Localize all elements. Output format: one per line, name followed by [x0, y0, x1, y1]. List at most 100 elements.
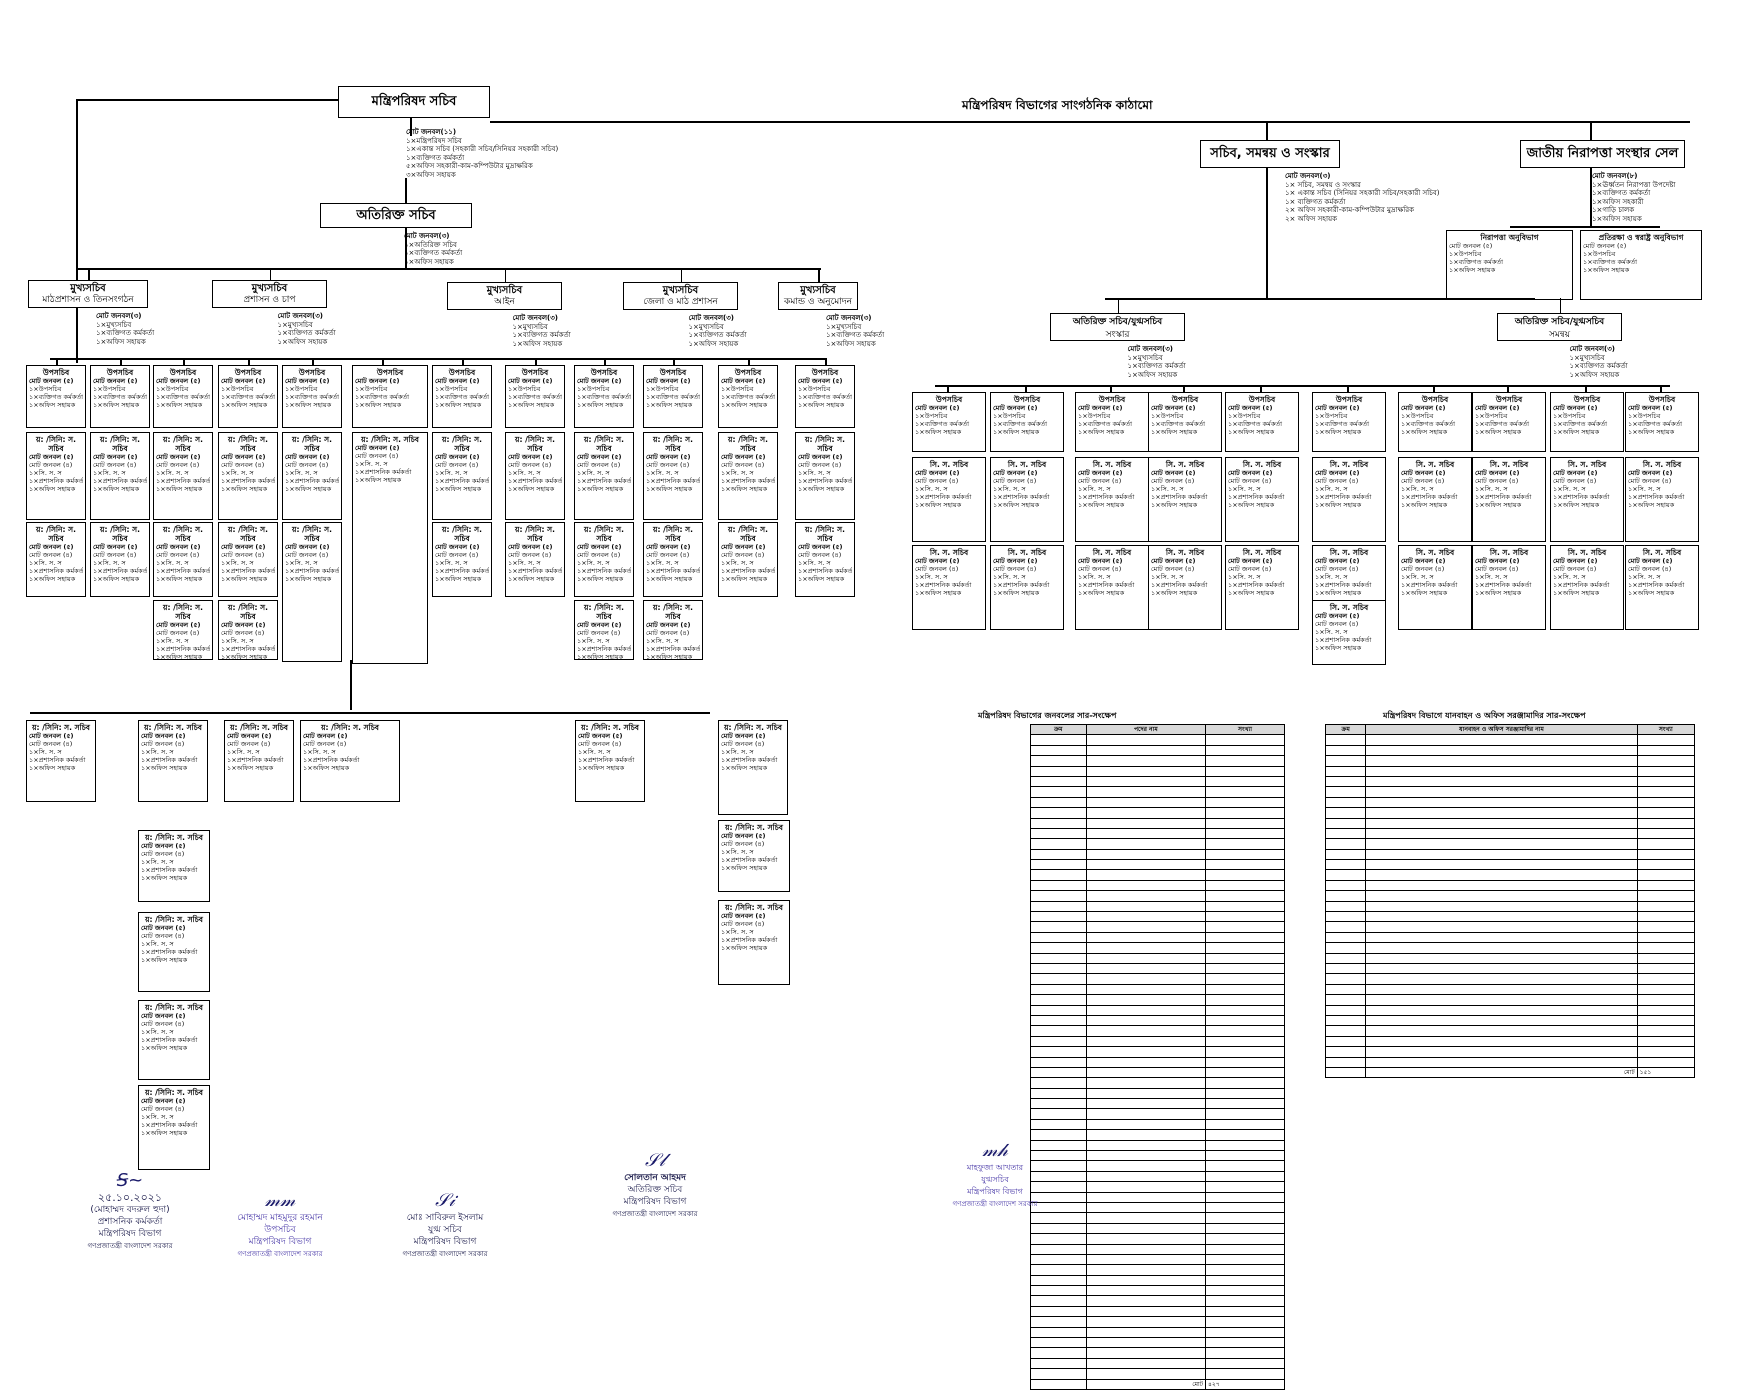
summary-row — [1324, 973, 1696, 985]
unit-line: ১×উপসচিব — [1475, 412, 1508, 420]
cell-item — [1365, 859, 1638, 871]
unit-title: সি. স. সচিব — [1642, 548, 1682, 557]
summary-row — [1030, 807, 1285, 819]
cell-serial — [1030, 1295, 1087, 1307]
cell-serial — [1324, 734, 1367, 746]
unit-label: মোট জনবল (৫) — [29, 453, 74, 461]
unit-line: ১×সি. স. স — [156, 469, 189, 477]
staff-line: ১×অফিস সহায়ক — [688, 339, 739, 348]
unit-line: মোট জনবল (৪) — [721, 920, 765, 928]
cell-count — [1205, 1264, 1285, 1276]
unit-title: য়: /সিনি: স. সচিব — [145, 1088, 203, 1097]
additional-secretary-box: অতিরিক্ত সচিব — [320, 203, 472, 228]
cell-count — [1205, 859, 1285, 871]
cell-count — [1205, 1118, 1285, 1131]
unit-line: মোট জনবল (৪) — [1553, 565, 1597, 573]
unit-line: মোট জনবল (৪) — [285, 461, 329, 469]
unit-label: মোট জনবল (৫) — [1078, 557, 1123, 565]
summary-row — [1030, 1160, 1285, 1172]
unit-line: ১×প্রশাসনিক কর্মকর্তা — [1553, 581, 1610, 589]
unit-line: ১×অফিস সহায়ক — [435, 575, 482, 583]
unit-label: মোট জনবল (৫) — [721, 377, 766, 385]
chief-title: মুখ্যসচিব — [486, 284, 523, 296]
unit-line: ১×সি. স. স — [227, 748, 260, 756]
unit-line: ১×সি. স. স — [156, 637, 189, 645]
summary-row — [1324, 765, 1696, 777]
summary-row — [1030, 1212, 1285, 1224]
unit-line: ১×প্রশাসনিক কর্মকর্তা — [578, 756, 635, 764]
unit-line: মোট জনবল (৪) — [721, 461, 765, 469]
signature-mark: 𝓂𝒽 — [982, 1140, 1008, 1161]
connector — [490, 121, 1690, 123]
cell-serial — [1030, 838, 1087, 850]
connector — [312, 358, 314, 366]
summary-row — [1030, 1139, 1285, 1152]
unit-line: ১×অফিস সহায়ক — [1475, 428, 1522, 436]
connector — [30, 712, 710, 714]
unit-line: মোট জনবল (৪) — [578, 740, 622, 748]
cell-post — [1085, 900, 1207, 913]
connector — [818, 268, 820, 282]
cell-post — [1085, 1347, 1207, 1359]
signature-org: মন্ত্রিপরিষদ বিভাগ — [248, 1237, 312, 1247]
cell-item — [1365, 838, 1638, 850]
cell-serial — [1030, 921, 1087, 933]
division-head-title: অতিরিক্ত সচিব/যুগ্মসচিব — [1072, 316, 1163, 327]
summary-row — [1324, 921, 1696, 933]
cell-serial — [1324, 1025, 1367, 1037]
summary-row — [1030, 1098, 1285, 1110]
chief-title: মুখ্যসচিব — [800, 284, 836, 296]
unit-line: ১×অফিস সহায়ক — [1553, 428, 1600, 436]
unit-label: মোট জনবল (৫) — [577, 543, 622, 551]
cell-serial — [1324, 1004, 1367, 1016]
summary-row — [1030, 1285, 1285, 1297]
unit-line: ১×সি. স. স — [915, 485, 948, 493]
unit-line: ১×সি. স. স — [1151, 485, 1184, 493]
cell-post — [1085, 1035, 1207, 1048]
connector — [504, 268, 506, 282]
unit-line: ১×প্রশাসনিক কর্মকর্তা — [93, 567, 147, 575]
unit-line: ১×উপসচিব — [221, 385, 254, 393]
unit-label: মোট জনবল (৫) — [29, 543, 74, 551]
cell-post — [1085, 1004, 1207, 1016]
cell-post — [1085, 1316, 1207, 1328]
unit-line: ১×অফিস সহায়ক — [435, 485, 482, 493]
cell-post — [1085, 962, 1207, 975]
summary-row — [1030, 838, 1285, 850]
unit-label: মোট জনবল (৫) — [29, 377, 74, 385]
staff-line: মোট জনবল(৩) — [96, 312, 142, 320]
unit-line: ১×প্রশাসনিক কর্মকর্তা — [435, 567, 489, 575]
unit-line: ১×উপসচিব — [355, 385, 388, 393]
unit-line: ১×অফিস সহায়ক — [1475, 501, 1522, 509]
unit-line: ১×ব্যক্তিগত কর্মকর্তা — [1315, 420, 1370, 428]
unit-title: উপসচিব — [1648, 395, 1676, 404]
cell-count — [1205, 1326, 1285, 1339]
unit-line: ১×প্রশাসনিক কর্মকর্তা — [1151, 493, 1208, 501]
connector — [183, 358, 185, 366]
unit-label: মোট জনবল (৫) — [1553, 404, 1598, 412]
cell-serial — [1030, 942, 1087, 954]
summary-row — [1030, 1035, 1285, 1048]
unit-line: ১×প্রশাসনিক কর্মকর্তা — [141, 866, 198, 874]
summary-row — [1030, 1077, 1285, 1089]
unit-title: উপসচিব — [811, 368, 839, 377]
cell-serial — [1030, 1046, 1087, 1058]
cell-post — [1085, 1274, 1207, 1287]
unit-line: ১×সি. স. স — [1475, 485, 1508, 493]
unit-line: মোট জনবল (৪) — [646, 629, 690, 637]
unit-line: ১×ব্যক্তিগত কর্মকর্তা — [1151, 420, 1206, 428]
cell-serial — [1030, 1077, 1087, 1089]
unit-title: উপসচিব — [1421, 395, 1449, 404]
unit-line: মোট জনবল (৪) — [156, 461, 200, 469]
summary-row — [1030, 869, 1285, 881]
unit-line: ১×সি. স. স — [721, 469, 754, 477]
cell-item — [1365, 734, 1638, 746]
unit-line: মোট জনবল (৪) — [577, 629, 621, 637]
unit-line: ১×ব্যক্তিগত কর্মকর্তা — [1628, 420, 1683, 428]
